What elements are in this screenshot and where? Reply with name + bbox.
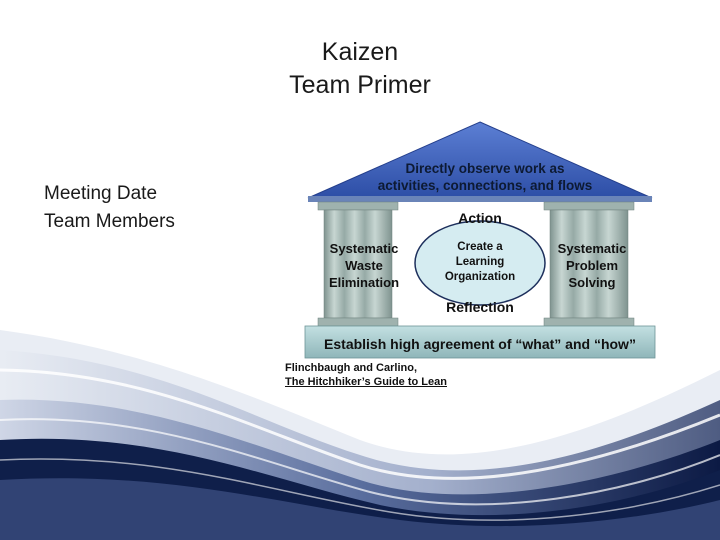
roof-line-1: Directly observe work as	[405, 161, 565, 176]
left-pillar-capital	[317, 201, 399, 211]
meeting-date-label: Meeting Date	[44, 183, 158, 204]
roof-line-2: activities, connections, and flows	[377, 178, 593, 193]
left-pillar-line-1: Systematic	[329, 241, 399, 256]
oval-line-3: Organization	[444, 271, 516, 283]
left-pillar-line-2: Waste	[345, 258, 383, 273]
right-pillar-line-3: Solving	[568, 275, 616, 290]
center-oval-label: Create a Learning Organization	[424, 240, 536, 285]
action-label: Action	[458, 210, 502, 226]
left-pillar-label: Systematic Waste Elimination	[319, 240, 409, 291]
title-line-1: Kaizen	[321, 38, 399, 66]
right-pillar-line-2: Problem	[565, 258, 618, 273]
right-pillar-label: Systematic Problem Solving	[547, 240, 637, 291]
left-pillar-line-3: Elimination	[328, 275, 400, 290]
temple-diagram	[304, 121, 656, 359]
temple-base	[304, 325, 656, 359]
roof-beam	[308, 196, 652, 202]
base-label: Establish high agreement of “what” and “…	[324, 336, 636, 352]
title-line-2: Team Primer	[289, 71, 431, 99]
oval-line-2: Learning	[455, 256, 505, 268]
citation-book-title: The Hitchhiker’s Guide to Lean	[285, 376, 447, 388]
right-pillar-capital	[543, 201, 635, 211]
roof-text: Directly observe work as activities, con…	[345, 160, 625, 194]
left-pillar	[323, 209, 393, 319]
right-pillar	[549, 209, 629, 319]
citation: Flinchbaugh and Carlino, The Hitchhiker’…	[285, 361, 447, 389]
team-members-label: Team Members	[44, 211, 175, 232]
center-oval	[414, 220, 546, 306]
citation-authors: Flinchbaugh and Carlino,	[285, 362, 417, 374]
reflection-label: Reflection	[446, 299, 514, 315]
right-pillar-foot	[543, 317, 635, 327]
oval-line-1: Create a	[457, 241, 503, 253]
meeting-info: Meeting Date Team Members	[44, 180, 175, 236]
left-pillar-foot	[317, 317, 399, 327]
right-pillar-line-1: Systematic	[557, 241, 627, 256]
slide-title: Kaizen Team Primer	[0, 36, 720, 102]
